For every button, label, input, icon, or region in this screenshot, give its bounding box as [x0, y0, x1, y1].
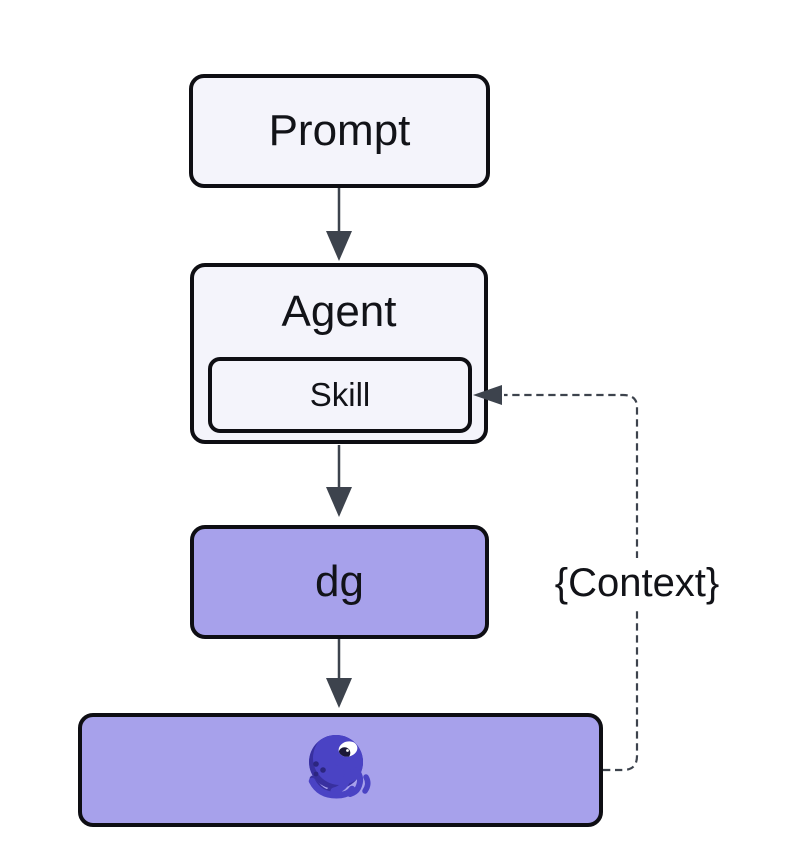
octopus-tentacles-front	[308, 758, 370, 799]
node-agent: Agent Skill	[190, 263, 488, 444]
octopus-icon	[308, 735, 370, 799]
node-prompt-label: Prompt	[268, 105, 411, 155]
node-engine	[78, 713, 603, 827]
octopus-eye	[338, 741, 357, 759]
node-dg: dg	[190, 525, 489, 639]
edge-prompt-agent	[326, 188, 352, 261]
arrowhead-down-icon	[326, 487, 352, 517]
arrowhead-down-icon	[326, 231, 352, 261]
context-edge-label: {Context}	[548, 558, 726, 608]
edge-agent-dg	[326, 445, 352, 517]
node-prompt: Prompt	[189, 74, 490, 188]
node-dg-label: dg	[315, 556, 364, 606]
edge-dg-engine	[326, 639, 352, 708]
node-skill-label: Skill	[309, 376, 371, 414]
node-skill: Skill	[208, 357, 472, 433]
arrowhead-down-icon	[326, 678, 352, 708]
node-agent-label: Agent	[281, 287, 397, 336]
